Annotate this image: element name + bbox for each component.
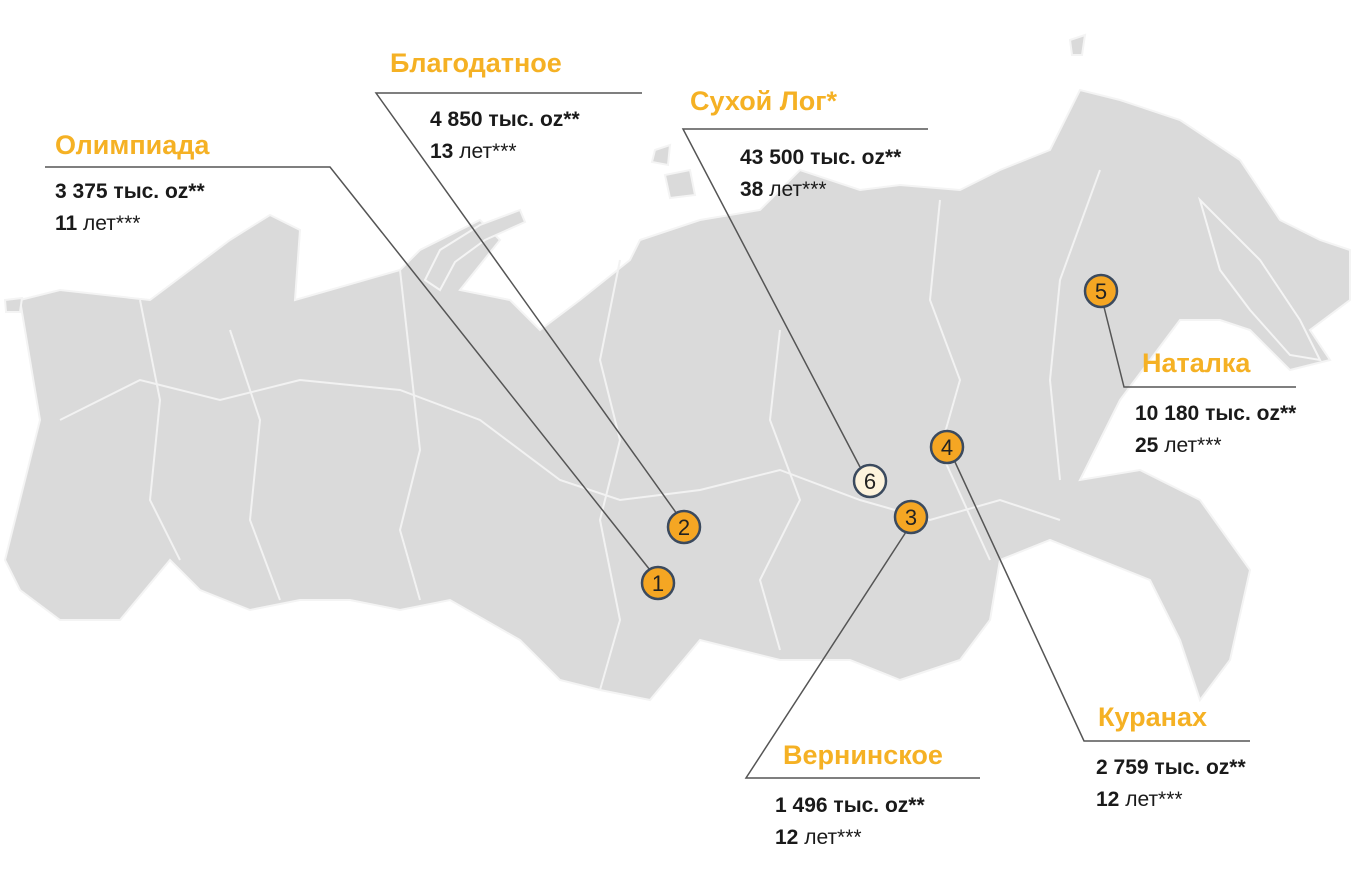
svg-text:1: 1 bbox=[652, 571, 664, 596]
arctic-island bbox=[663, 168, 697, 200]
land bbox=[3, 33, 1351, 703]
marker-4[interactable]: 4 bbox=[929, 429, 965, 465]
leader-verninskoe bbox=[744, 531, 980, 779]
novaya-zemlya bbox=[423, 208, 527, 292]
kaliningrad bbox=[3, 296, 24, 313]
title-olimpiada: Олимпиада bbox=[55, 130, 210, 160]
leader-blagodatnoe bbox=[374, 92, 678, 515]
marker-3[interactable]: 3 bbox=[893, 499, 929, 535]
leader-sukhoi-log bbox=[681, 128, 928, 468]
arctic-island bbox=[1068, 33, 1087, 56]
leader-olimpiada bbox=[45, 166, 651, 571]
markers: 1 2 3 4 5 6 bbox=[640, 273, 1119, 601]
title-verninskoe: Вернинское bbox=[783, 740, 943, 770]
marker-2[interactable]: 2 bbox=[666, 509, 702, 545]
arctic-island bbox=[650, 143, 672, 167]
svg-text:2: 2 bbox=[678, 515, 690, 540]
svg-text:6: 6 bbox=[864, 469, 876, 494]
info-sukhoi-log: 43 500 тыс. oz**38 лет*** bbox=[740, 146, 902, 201]
marker-5[interactable]: 5 bbox=[1083, 273, 1119, 309]
info-blagodatnoe: 4 850 тыс. oz**13 лет*** bbox=[430, 108, 580, 163]
svg-text:5: 5 bbox=[1095, 279, 1107, 304]
title-natalka: Наталка bbox=[1142, 348, 1251, 378]
svg-text:4: 4 bbox=[941, 435, 953, 460]
marker-6[interactable]: 6 bbox=[852, 463, 888, 499]
title-sukhoi-log: Сухой Лог* bbox=[690, 86, 837, 116]
svg-text:3: 3 bbox=[905, 505, 917, 530]
leader-lines bbox=[45, 92, 1296, 779]
leader-natalka bbox=[1103, 306, 1296, 388]
title-blagodatnoe: Благодатное bbox=[390, 48, 562, 78]
info-kuranakh: 2 759 тыс. oz**12 лет*** bbox=[1096, 756, 1246, 811]
info-verninskoe: 1 496 тыс. oz**12 лет*** bbox=[775, 794, 925, 849]
info-natalka: 10 180 тыс. oz**25 лет*** bbox=[1135, 402, 1297, 457]
title-kuranakh: Куранах bbox=[1098, 702, 1207, 732]
info-olimpiada: 3 375 тыс. oz**11 лет*** bbox=[55, 180, 205, 235]
marker-1[interactable]: 1 bbox=[640, 565, 676, 601]
kamchatka bbox=[1197, 196, 1322, 362]
leader-kuranakh bbox=[954, 461, 1250, 742]
